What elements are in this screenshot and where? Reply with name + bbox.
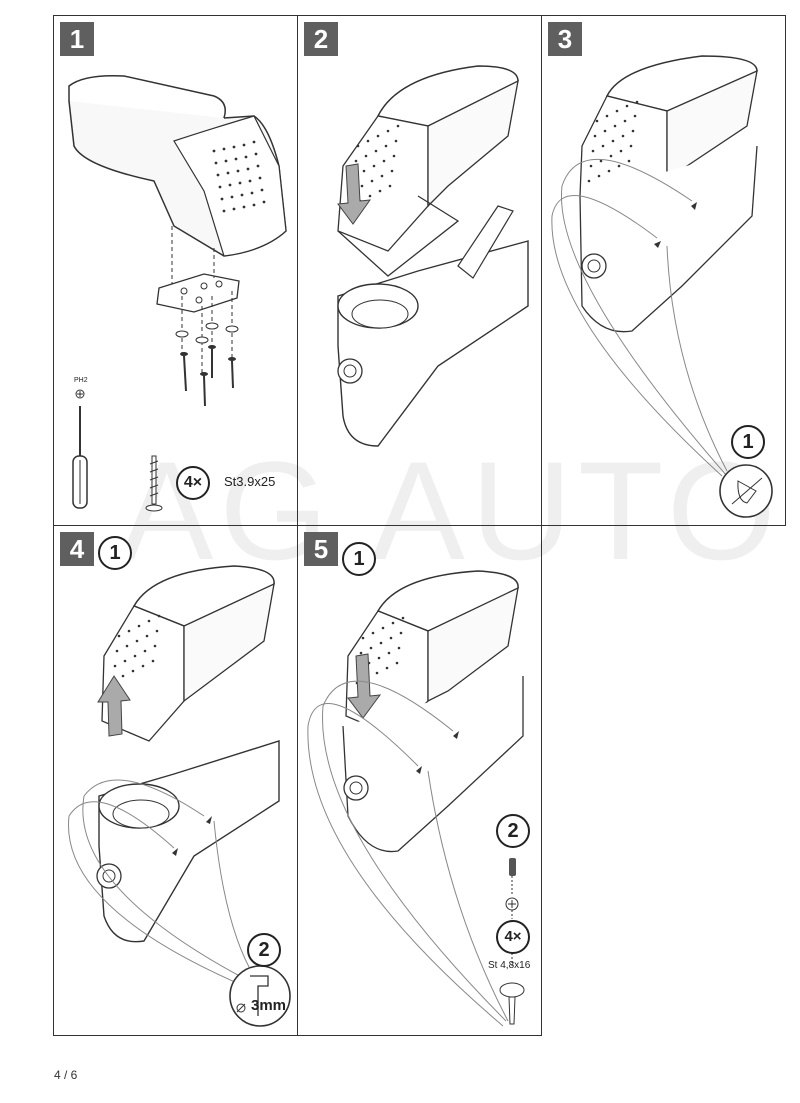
step-number: 3 (548, 22, 582, 56)
panel-step-4: 4 1 (53, 525, 298, 1036)
quantity-badge: 4× (176, 466, 210, 500)
sub-step-badge: 2 (496, 814, 530, 848)
panel-step-3: 3 (541, 15, 786, 526)
panel-step-1: 1 (53, 15, 298, 526)
quantity-badge: 4× (496, 920, 530, 954)
sub-step-badge: 1 (731, 425, 765, 459)
tool-label: PH2 (74, 377, 88, 384)
step-2-illustration (337, 65, 529, 447)
panel-step-2: 2 (297, 15, 542, 526)
page-number: 4 / 6 (54, 1068, 78, 1082)
screw-spec: St 4,8x16 (488, 960, 531, 971)
drill-size: 3mm (251, 997, 287, 1014)
panel-step-5: 5 1 (297, 525, 542, 1036)
sub-step-badge: 1 (98, 536, 132, 570)
step-number: 4 (60, 532, 94, 566)
step-number: 1 (60, 22, 94, 56)
step-3-illustration (551, 55, 773, 518)
screw-spec: St3.9x25 (224, 474, 276, 489)
step-4-illustration (67, 565, 291, 1027)
watermark: AG AUTO (120, 432, 782, 589)
step-5-illustration (307, 570, 525, 1027)
sub-step-badge: 2 (247, 933, 281, 967)
step-number: 2 (304, 22, 338, 56)
step-1-illustration (68, 74, 287, 512)
sub-step-badge: 1 (342, 542, 376, 576)
step-number: 5 (304, 532, 338, 566)
